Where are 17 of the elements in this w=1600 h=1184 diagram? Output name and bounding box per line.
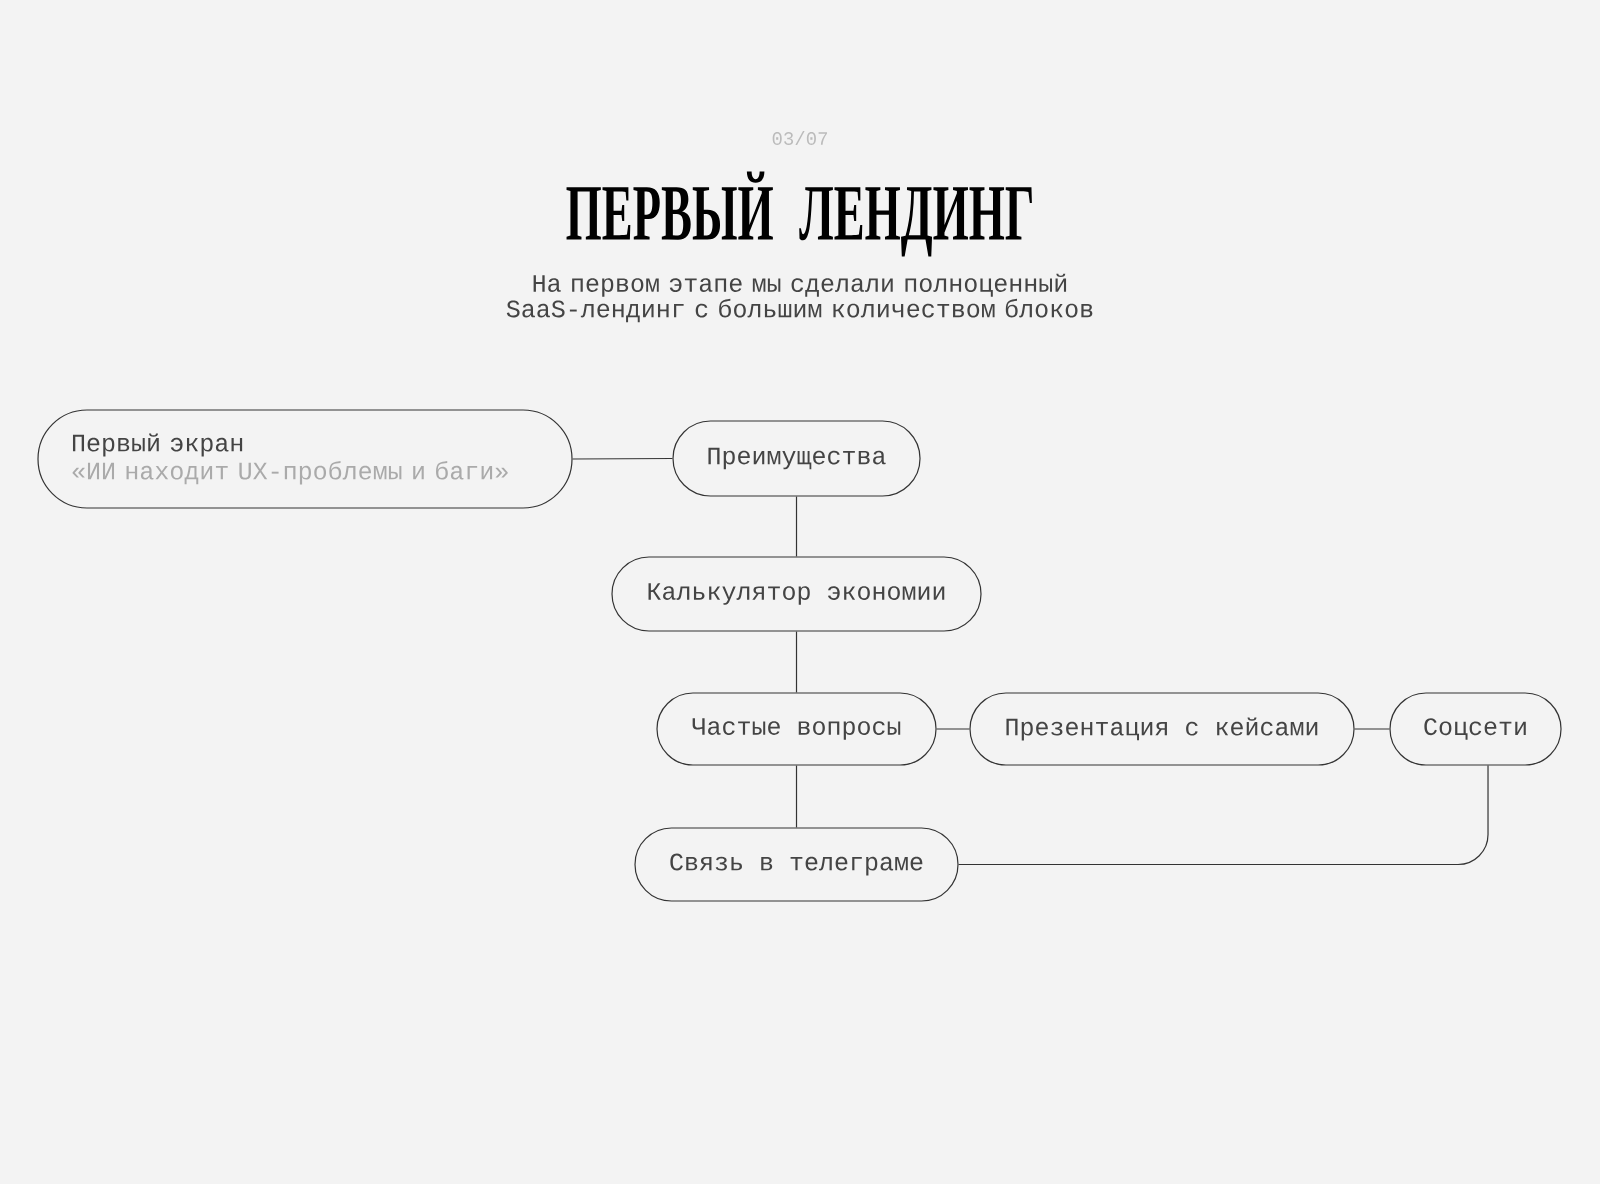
rounded-box: Связь в телеграме bbox=[634, 827, 959, 902]
rounded-box: Калькулятор экономии bbox=[611, 556, 982, 632]
rounded-box: Частые вопросы bbox=[656, 692, 937, 766]
connector-line bbox=[795, 765, 798, 828]
rounded-box: Соцсети bbox=[1389, 692, 1562, 766]
page-number: 03/07 bbox=[772, 131, 827, 145]
connector-line bbox=[572, 457, 673, 460]
rounded-box: Презентация с кейсами bbox=[969, 692, 1355, 766]
subtitle: На первом этапе мы сделали полноценный SaaS-лендинг с большим количеством блоков bbox=[506, 273, 1093, 323]
title: ПЕРВЫЙ ЛЕНДИНГ bbox=[566, 171, 1032, 257]
connector-line bbox=[795, 631, 798, 693]
rounded-box: Первый экран «ИИ находит UX-проблемы и баги» bbox=[37, 409, 573, 509]
connector-line bbox=[936, 728, 970, 730]
connector-line bbox=[1354, 728, 1390, 730]
connector-line bbox=[795, 496, 798, 557]
rounded-box: Преимущества bbox=[672, 420, 921, 497]
connector-line bbox=[958, 765, 1489, 866]
